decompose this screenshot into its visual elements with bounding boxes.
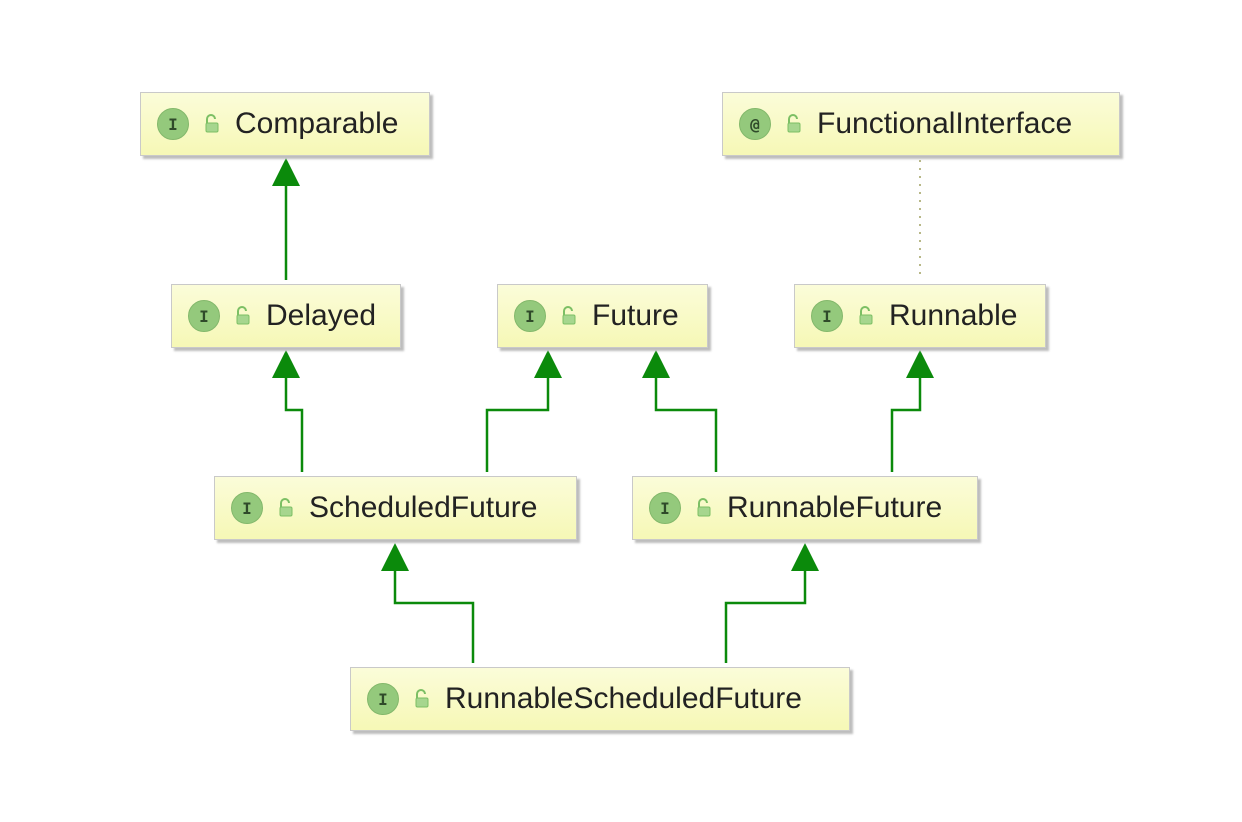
node-label: ScheduledFuture [309, 491, 538, 524]
node-runnable[interactable]: I Runnable [794, 284, 1046, 348]
node-runnable-scheduled-future[interactable]: I RunnableScheduledFuture [350, 667, 850, 731]
node-comparable[interactable]: I Comparable [140, 92, 430, 156]
node-label: Future [592, 299, 679, 332]
interface-badge-icon: I [811, 300, 843, 332]
node-scheduled-future[interactable]: I ScheduledFuture [214, 476, 577, 540]
unlock-icon [411, 688, 433, 710]
edge-runnablescheduledfuture-to-scheduledfuture [381, 543, 475, 663]
edge-delayed-to-comparable [272, 158, 300, 280]
interface-badge-icon: I [514, 300, 546, 332]
node-label: FunctionalInterface [817, 107, 1073, 140]
node-label: RunnableScheduledFuture [445, 682, 802, 715]
node-delayed[interactable]: I Delayed [171, 284, 401, 348]
edge-runnablefuture-to-future [642, 350, 718, 472]
unlock-icon [855, 305, 877, 327]
interface-badge-icon: I [367, 683, 399, 715]
edge-scheduledfuture-to-future [485, 350, 562, 472]
unlock-icon [558, 305, 580, 327]
node-future[interactable]: I Future [497, 284, 708, 348]
interface-badge-icon: I [157, 108, 189, 140]
node-functional-interface[interactable]: @ FunctionalInterface [722, 92, 1120, 156]
edge-runnablescheduledfuture-to-runnablefuture [724, 543, 819, 663]
edge-scheduledfuture-to-delayed [272, 350, 304, 472]
unlock-icon [275, 497, 297, 519]
unlock-icon [232, 305, 254, 327]
annotation-badge-icon: @ [739, 108, 771, 140]
node-runnable-future[interactable]: I RunnableFuture [632, 476, 978, 540]
node-label: Runnable [889, 299, 1018, 332]
node-label: RunnableFuture [727, 491, 943, 524]
node-label: Delayed [266, 299, 377, 332]
edge-runnablefuture-to-runnable [890, 350, 934, 472]
interface-badge-icon: I [188, 300, 220, 332]
node-label: Comparable [235, 107, 399, 140]
interface-badge-icon: I [231, 492, 263, 524]
unlock-icon [693, 497, 715, 519]
interface-badge-icon: I [649, 492, 681, 524]
unlock-icon [783, 113, 805, 135]
unlock-icon [201, 113, 223, 135]
